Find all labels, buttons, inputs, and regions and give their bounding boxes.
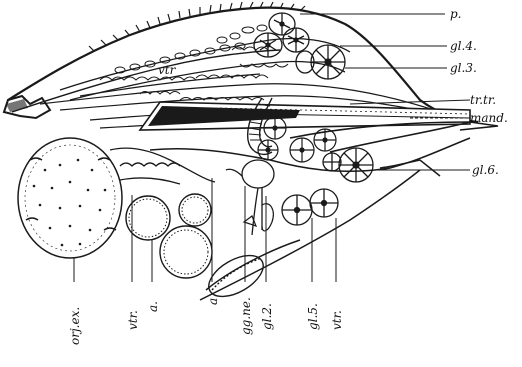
dorsal-muscle-band: [60, 25, 350, 100]
label-a1: a.: [146, 301, 160, 312]
gland-cluster-gl6: [323, 148, 373, 182]
label-gl4: gl.4.: [450, 39, 477, 53]
gland-gl2-lower: [244, 204, 273, 231]
label-gl3: gl.3.: [450, 61, 477, 75]
dorsal-spines: [89, 2, 305, 51]
label-trtr: tr.tr.: [470, 93, 496, 107]
organ-orjex: [18, 138, 122, 258]
lower-gland-cluster: [282, 189, 338, 225]
label-vtr-bottom: vtr.: [126, 310, 140, 330]
granular-bodies: [126, 194, 212, 278]
label-p: p.: [450, 7, 462, 21]
interior-label-vtr: vtr: [158, 63, 177, 77]
cut-edge-left: [4, 96, 50, 118]
gut-wall: [110, 148, 215, 184]
label-gl5: gl.5.: [306, 303, 320, 330]
label-orjex: orj.ex.: [68, 307, 82, 345]
label-a2: a: [206, 298, 220, 305]
label-ggne: gg.ne.: [239, 297, 253, 335]
label-mand: mand.: [470, 111, 508, 125]
label-vtr-right: vtr.: [330, 310, 344, 330]
label-gl6: gl.6.: [472, 163, 499, 177]
label-gl2: gl.2.: [260, 303, 274, 330]
gland-cluster-gl4: [254, 13, 309, 57]
